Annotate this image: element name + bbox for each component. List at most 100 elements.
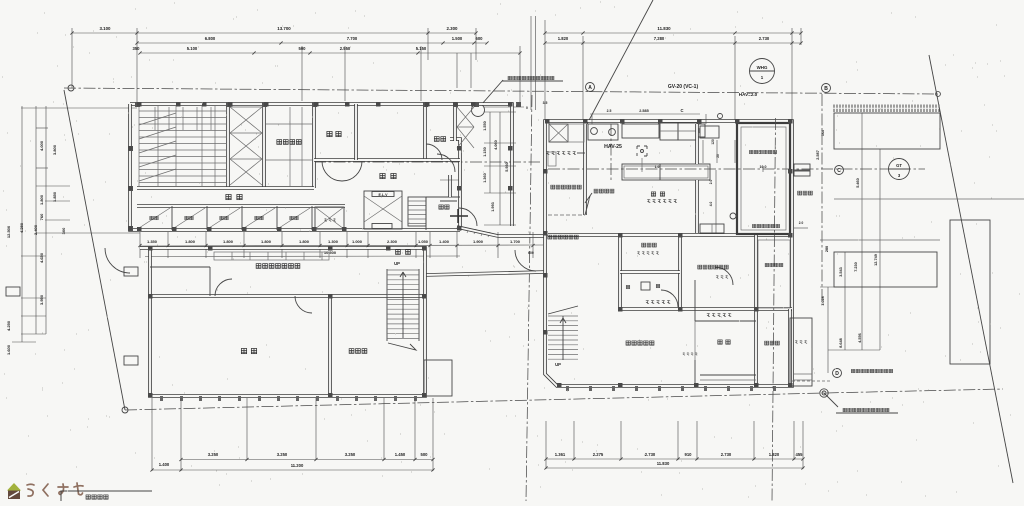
svg-text:2.400: 2.400 <box>33 224 38 235</box>
svg-text:1.300: 1.300 <box>328 239 339 244</box>
svg-text:160: 160 <box>821 130 825 136</box>
svg-text:C: C <box>680 108 683 113</box>
svg-text:GT: GT <box>896 163 902 168</box>
svg-text:5.930: 5.930 <box>505 162 509 172</box>
svg-text:1.700: 1.700 <box>510 239 521 244</box>
svg-text:20: 20 <box>716 154 720 158</box>
svg-text:E.L.V: E.L.V <box>379 193 389 197</box>
svg-text:1.050: 1.050 <box>418 239 429 244</box>
svg-text:1.500: 1.500 <box>452 36 463 41</box>
svg-text:3.100: 3.100 <box>100 26 112 31</box>
svg-text:1.800: 1.800 <box>261 239 272 244</box>
svg-text:4.650: 4.650 <box>39 252 44 263</box>
svg-text:1.600: 1.600 <box>6 344 11 355</box>
svg-text:2.730: 2.730 <box>645 452 656 457</box>
svg-text:1.850: 1.850 <box>52 191 57 202</box>
svg-text:11.830: 11.830 <box>657 461 670 466</box>
svg-text:7.280: 7.280 <box>654 36 665 41</box>
svg-text:11.830: 11.830 <box>657 26 671 31</box>
svg-text:12.749: 12.749 <box>874 254 878 266</box>
svg-text:1.150: 1.150 <box>483 147 487 157</box>
svg-text:2.0: 2.0 <box>709 180 713 185</box>
svg-text:D: D <box>835 371 839 377</box>
svg-text:11.200: 11.200 <box>291 463 304 468</box>
svg-text:350: 350 <box>133 46 141 51</box>
svg-text:3.250: 3.250 <box>345 452 356 457</box>
svg-text:13.700: 13.700 <box>277 26 291 31</box>
svg-text:C: C <box>837 168 841 174</box>
svg-text:1.820: 1.820 <box>558 36 569 41</box>
svg-text:4.000: 4.000 <box>39 140 44 151</box>
svg-text:3.250: 3.250 <box>208 452 219 457</box>
svg-text:2.300: 2.300 <box>447 26 459 31</box>
svg-text:1.000: 1.000 <box>352 239 363 244</box>
svg-text:280: 280 <box>825 246 829 252</box>
svg-text:2.730: 2.730 <box>759 36 770 41</box>
svg-text:1: 1 <box>761 75 764 80</box>
svg-text:7.700: 7.700 <box>347 36 358 41</box>
svg-text:2.587: 2.587 <box>816 150 820 160</box>
svg-text:2.550: 2.550 <box>340 46 351 51</box>
svg-text:WHG: WHG <box>757 65 768 70</box>
svg-text:1.360: 1.360 <box>483 173 487 183</box>
svg-text:910: 910 <box>685 452 693 457</box>
svg-text:500: 500 <box>299 46 307 51</box>
svg-text:300: 300 <box>61 227 66 234</box>
svg-text:1.028: 1.028 <box>821 296 825 306</box>
svg-text:HAV-25: HAV-25 <box>604 144 622 150</box>
svg-text:1.400: 1.400 <box>159 462 170 467</box>
svg-text:6.800: 6.800 <box>205 36 216 41</box>
svg-text:2.730: 2.730 <box>721 452 732 457</box>
svg-text:5.100: 5.100 <box>187 46 198 51</box>
svg-text:2.5: 2.5 <box>607 109 612 113</box>
svg-text:100: 100 <box>697 128 701 134</box>
svg-text:0: 0 <box>526 106 528 110</box>
svg-text:4.556: 4.556 <box>858 333 862 343</box>
svg-text:120: 120 <box>711 139 715 145</box>
svg-text:GV-20 (VC-1): GV-20 (VC-1) <box>668 84 699 90</box>
svg-text:600: 600 <box>528 251 534 255</box>
svg-text:2.300: 2.300 <box>387 239 398 244</box>
svg-text:UP: UP <box>555 362 561 367</box>
svg-text:B: B <box>824 86 828 92</box>
svg-text:1.800: 1.800 <box>223 239 234 244</box>
svg-text:1.800: 1.800 <box>185 239 196 244</box>
svg-text:1.550: 1.550 <box>483 121 487 131</box>
svg-text:3.5: 3.5 <box>543 101 548 105</box>
svg-text:3: 3 <box>898 173 901 178</box>
svg-text:4.250: 4.250 <box>6 320 11 331</box>
svg-text:HAV=2.0: HAV=2.0 <box>739 92 758 97</box>
svg-text:2.585: 2.585 <box>639 109 649 113</box>
svg-text:1.900: 1.900 <box>473 239 484 244</box>
svg-text:5.150: 5.150 <box>416 46 427 51</box>
svg-text:455: 455 <box>796 452 804 457</box>
svg-text:3.543: 3.543 <box>839 267 843 277</box>
svg-text:760: 760 <box>39 213 44 220</box>
svg-text:8.648: 8.648 <box>839 338 843 348</box>
svg-text:10.0: 10.0 <box>760 165 767 169</box>
svg-text:3.800: 3.800 <box>52 144 57 155</box>
svg-text:A: A <box>588 85 592 91</box>
svg-text:1.400: 1.400 <box>439 239 450 244</box>
svg-text:1.350: 1.350 <box>147 239 158 244</box>
svg-text:3.950: 3.950 <box>39 294 44 305</box>
svg-text:2.0: 2.0 <box>799 221 804 225</box>
svg-text:4.250: 4.250 <box>19 222 24 233</box>
svg-text:10.500: 10.500 <box>324 250 337 255</box>
svg-text:1.0: 1.0 <box>655 165 660 169</box>
svg-text:4.0: 4.0 <box>709 202 713 207</box>
svg-text:1.820: 1.820 <box>769 452 780 457</box>
svg-text:1.800: 1.800 <box>299 239 310 244</box>
svg-text:UP: UP <box>394 261 400 266</box>
svg-text:2.275: 2.275 <box>593 452 604 457</box>
svg-text:7.230: 7.230 <box>854 262 858 272</box>
svg-text:1.800: 1.800 <box>39 194 44 205</box>
svg-text:1.450: 1.450 <box>395 452 406 457</box>
svg-text:1.993: 1.993 <box>491 202 495 212</box>
svg-text:3.250: 3.250 <box>277 452 288 457</box>
svg-text:4.060: 4.060 <box>494 140 498 150</box>
svg-text:5.460: 5.460 <box>856 178 860 188</box>
svg-text:500: 500 <box>421 452 429 457</box>
svg-text:1.361: 1.361 <box>555 452 566 457</box>
svg-text:12.500: 12.500 <box>6 225 11 238</box>
